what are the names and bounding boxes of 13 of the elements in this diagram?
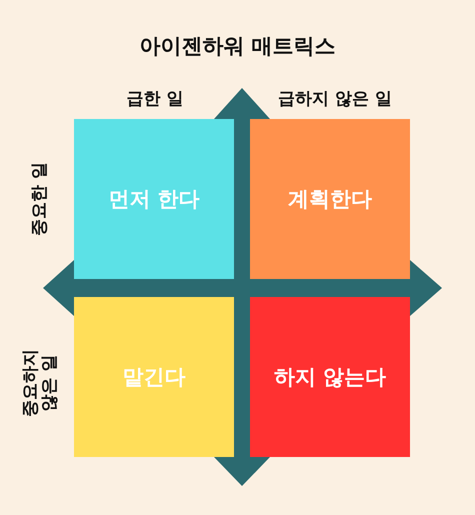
title: 아이젠하워 매트릭스 [138,33,337,60]
row-header: 중요하지 않은 일 [21,348,59,419]
column-header: 급한 일 [126,88,184,110]
quadrant-label: 하지 않는다 [274,364,386,391]
quadrant-label: 먼저 한다 [108,186,200,213]
quadrant-label: 계획한다 [288,186,372,213]
quadrant-box [74,297,234,457]
quadrant-box [74,119,234,279]
row-header: 중요한 일 [30,161,50,238]
quadrant-label: 맡긴다 [122,364,186,391]
quadrant-box [250,119,410,279]
column-header: 급하지 않은 일 [278,88,392,110]
quadrant-box [250,297,410,457]
